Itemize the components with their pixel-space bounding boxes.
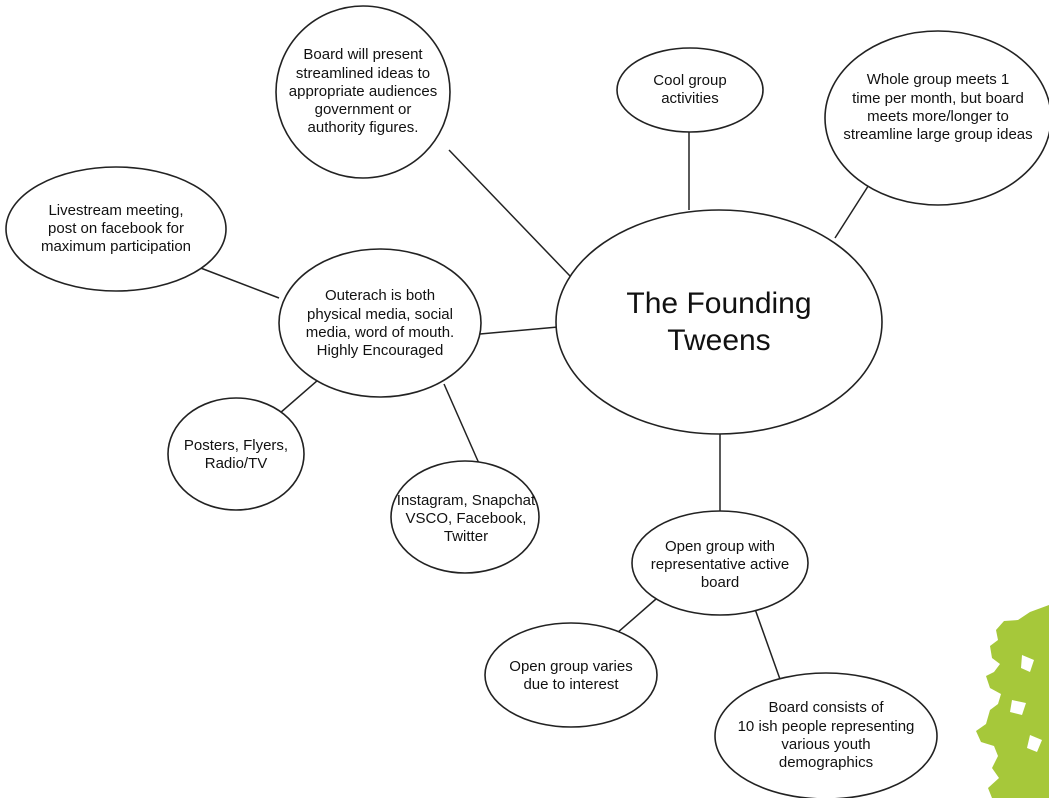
- nodes: [5, 5, 1049, 798]
- node-board-present: [275, 5, 451, 179]
- node-board-consists: [714, 672, 938, 798]
- node-open-varies: [484, 622, 658, 728]
- connector-center-whole-group: [834, 179, 873, 239]
- connector-outreach-instagram: [443, 383, 482, 469]
- tree-branch-graphic: [1010, 655, 1042, 752]
- node-center: [555, 209, 883, 435]
- node-open-board: [631, 510, 809, 616]
- node-posters: [167, 397, 305, 511]
- node-livestream: [5, 166, 227, 292]
- connector-open-board-board-consists: [754, 608, 782, 683]
- node-outreach: [278, 248, 482, 398]
- connector-center-board-present: [448, 149, 571, 277]
- node-instagram: [390, 460, 540, 574]
- node-whole-group: [824, 30, 1049, 206]
- connector-center-outreach: [479, 326, 559, 335]
- node-cool-group: [616, 47, 764, 133]
- connector-outreach-livestream: [197, 266, 280, 299]
